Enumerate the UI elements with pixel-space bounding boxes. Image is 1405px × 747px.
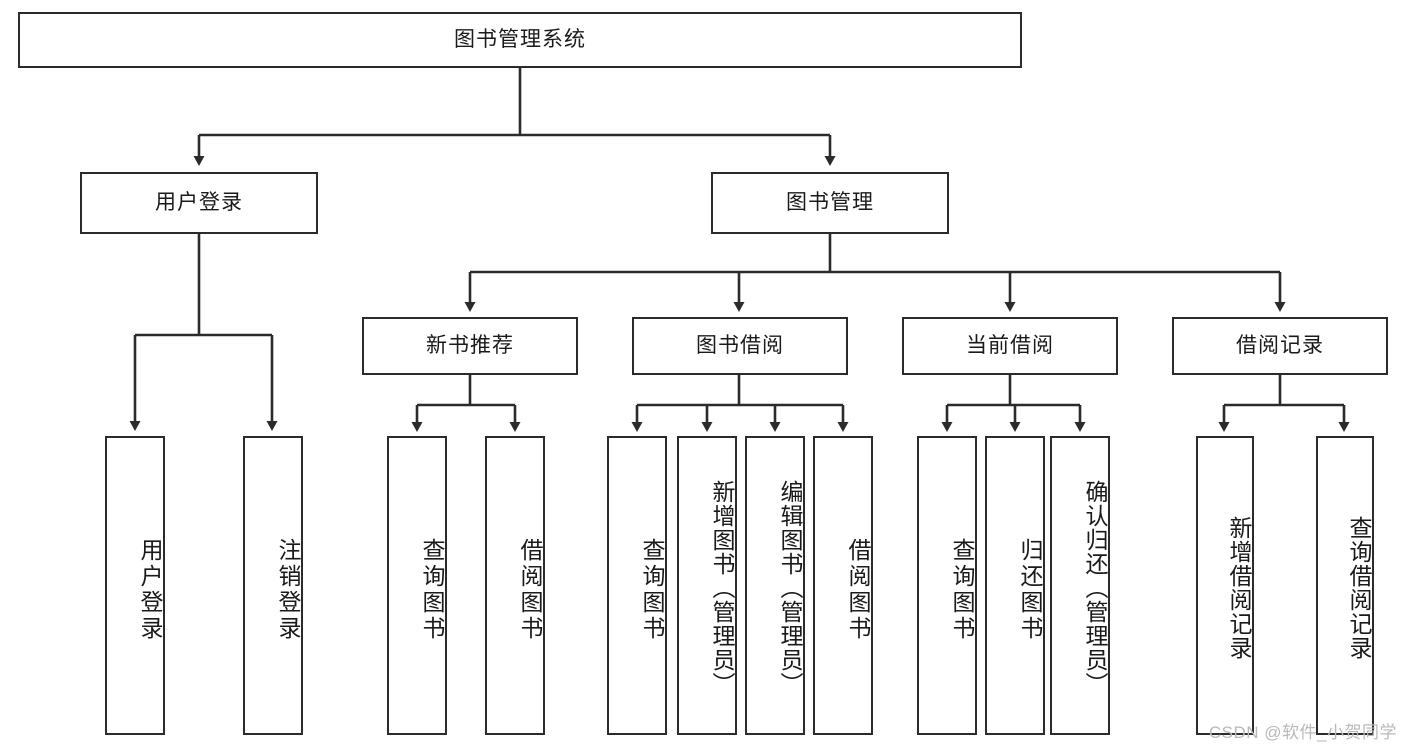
node-label: 新增借阅记录 xyxy=(1226,515,1252,660)
node-label: 编辑图书（管理员） xyxy=(777,479,803,696)
node-label: 借阅图书 xyxy=(517,537,543,642)
node-label: 新书推荐 xyxy=(426,334,514,358)
node-label: 图书管理 xyxy=(786,191,874,215)
node-book-management[interactable]: 图书管理 xyxy=(711,172,949,234)
node-label: 用户登录 xyxy=(137,537,163,642)
watermark-text: CSDN @软件_小贺同学 xyxy=(1208,723,1397,742)
leaf-current-borrow-return-book[interactable]: 归还图书 xyxy=(985,436,1045,735)
node-label: 图书借阅 xyxy=(696,334,784,358)
leaf-current-borrow-query-book[interactable]: 查询图书 xyxy=(917,436,977,735)
leaf-new-book-query-book[interactable]: 查询图书 xyxy=(387,436,447,735)
node-user-login[interactable]: 用户登录 xyxy=(80,172,318,234)
node-label: 查询图书 xyxy=(419,537,445,642)
node-label: 图书管理系统 xyxy=(454,28,586,52)
leaf-user-login-logout[interactable]: 注销登录 xyxy=(243,436,303,735)
node-current-borrow[interactable]: 当前借阅 xyxy=(902,317,1118,375)
node-label: 当前借阅 xyxy=(966,334,1054,358)
node-root-book-management-system[interactable]: 图书管理系统 xyxy=(18,12,1022,68)
node-label: 借阅图书 xyxy=(845,537,871,642)
leaf-new-book-borrow-book[interactable]: 借阅图书 xyxy=(485,436,545,735)
leaf-user-login-login[interactable]: 用户登录 xyxy=(105,436,165,735)
node-label: 注销登录 xyxy=(275,537,301,642)
node-borrow-record[interactable]: 借阅记录 xyxy=(1172,317,1388,375)
leaf-current-borrow-confirm-return-admin[interactable]: 确认归还（管理员） xyxy=(1050,436,1110,735)
leaf-borrow-record-query-record[interactable]: 查询借阅记录 xyxy=(1316,436,1374,735)
node-label: 确认归还（管理员） xyxy=(1082,479,1108,696)
leaf-book-borrow-borrow-book[interactable]: 借阅图书 xyxy=(813,436,873,735)
leaf-borrow-record-add-record[interactable]: 新增借阅记录 xyxy=(1196,436,1254,735)
leaf-book-borrow-edit-book-admin[interactable]: 编辑图书（管理员） xyxy=(745,436,805,735)
node-label: 查询图书 xyxy=(949,537,975,642)
node-label: 用户登录 xyxy=(155,191,243,215)
leaf-book-borrow-add-book-admin[interactable]: 新增图书（管理员） xyxy=(677,436,737,735)
node-label: 新增图书（管理员） xyxy=(709,479,735,696)
leaf-book-borrow-query-book[interactable]: 查询图书 xyxy=(607,436,667,735)
node-new-book-recommend[interactable]: 新书推荐 xyxy=(362,317,578,375)
node-label: 归还图书 xyxy=(1017,537,1043,642)
node-label: 借阅记录 xyxy=(1236,334,1324,358)
node-book-borrow[interactable]: 图书借阅 xyxy=(632,317,848,375)
node-label: 查询借阅记录 xyxy=(1346,515,1372,660)
node-label: 查询图书 xyxy=(639,537,665,642)
